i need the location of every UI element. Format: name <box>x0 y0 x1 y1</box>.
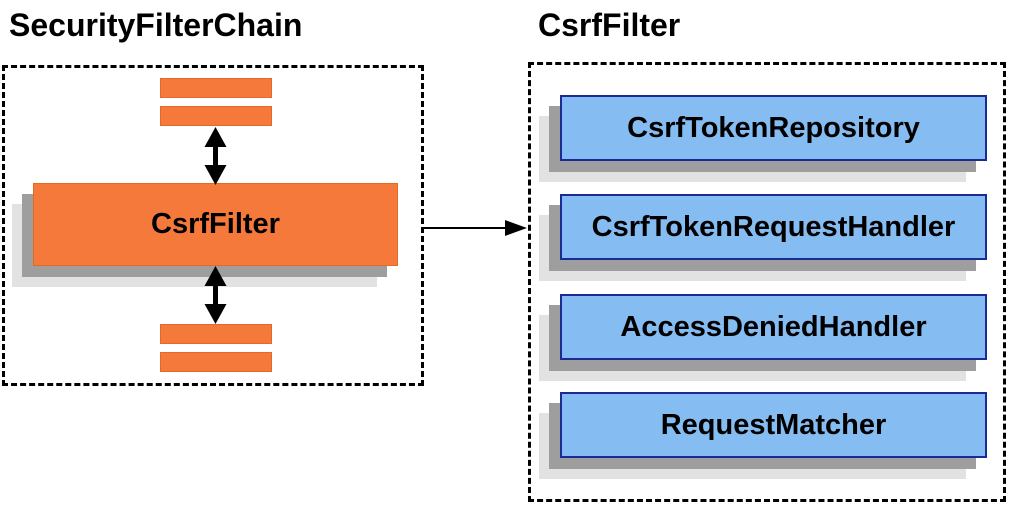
component-box-csrf-token-request-handler: CsrfTokenRequestHandler <box>539 194 987 281</box>
filter-placeholder-bar <box>160 352 272 372</box>
connector-arrow <box>424 220 527 236</box>
csrf-filter-box: CsrfFilter <box>12 183 398 287</box>
component-box-face: CsrfTokenRequestHandler <box>560 194 987 260</box>
component-box-label: CsrfTokenRepository <box>627 111 920 144</box>
component-box-face: AccessDeniedHandler <box>560 294 987 360</box>
csrf-filter-title: CsrfFilter <box>538 7 681 43</box>
component-box-label: AccessDeniedHandler <box>620 310 927 343</box>
component-box-request-matcher: RequestMatcher <box>539 392 987 479</box>
filter-placeholder-bar <box>160 106 272 126</box>
security-filter-chain-title: SecurityFilterChain <box>9 7 303 43</box>
component-box-face: CsrfTokenRepository <box>560 95 987 161</box>
filter-placeholder-bar <box>160 78 272 98</box>
security-filter-chain-container <box>2 65 424 386</box>
component-box-access-denied-handler: AccessDeniedHandler <box>539 294 987 381</box>
component-box-label: RequestMatcher <box>660 408 887 441</box>
filter-placeholder-bar <box>160 324 272 344</box>
component-box-csrf-token-repository: CsrfTokenRepository <box>539 95 987 182</box>
csrf-filter-box-label: CsrfFilter <box>151 208 280 240</box>
csrf-filter-container <box>528 62 1006 502</box>
component-box-label: CsrfTokenRequestHandler <box>591 210 956 243</box>
csrf-filter-box-face: CsrfFilter <box>33 183 398 266</box>
component-box-face: RequestMatcher <box>560 392 987 458</box>
